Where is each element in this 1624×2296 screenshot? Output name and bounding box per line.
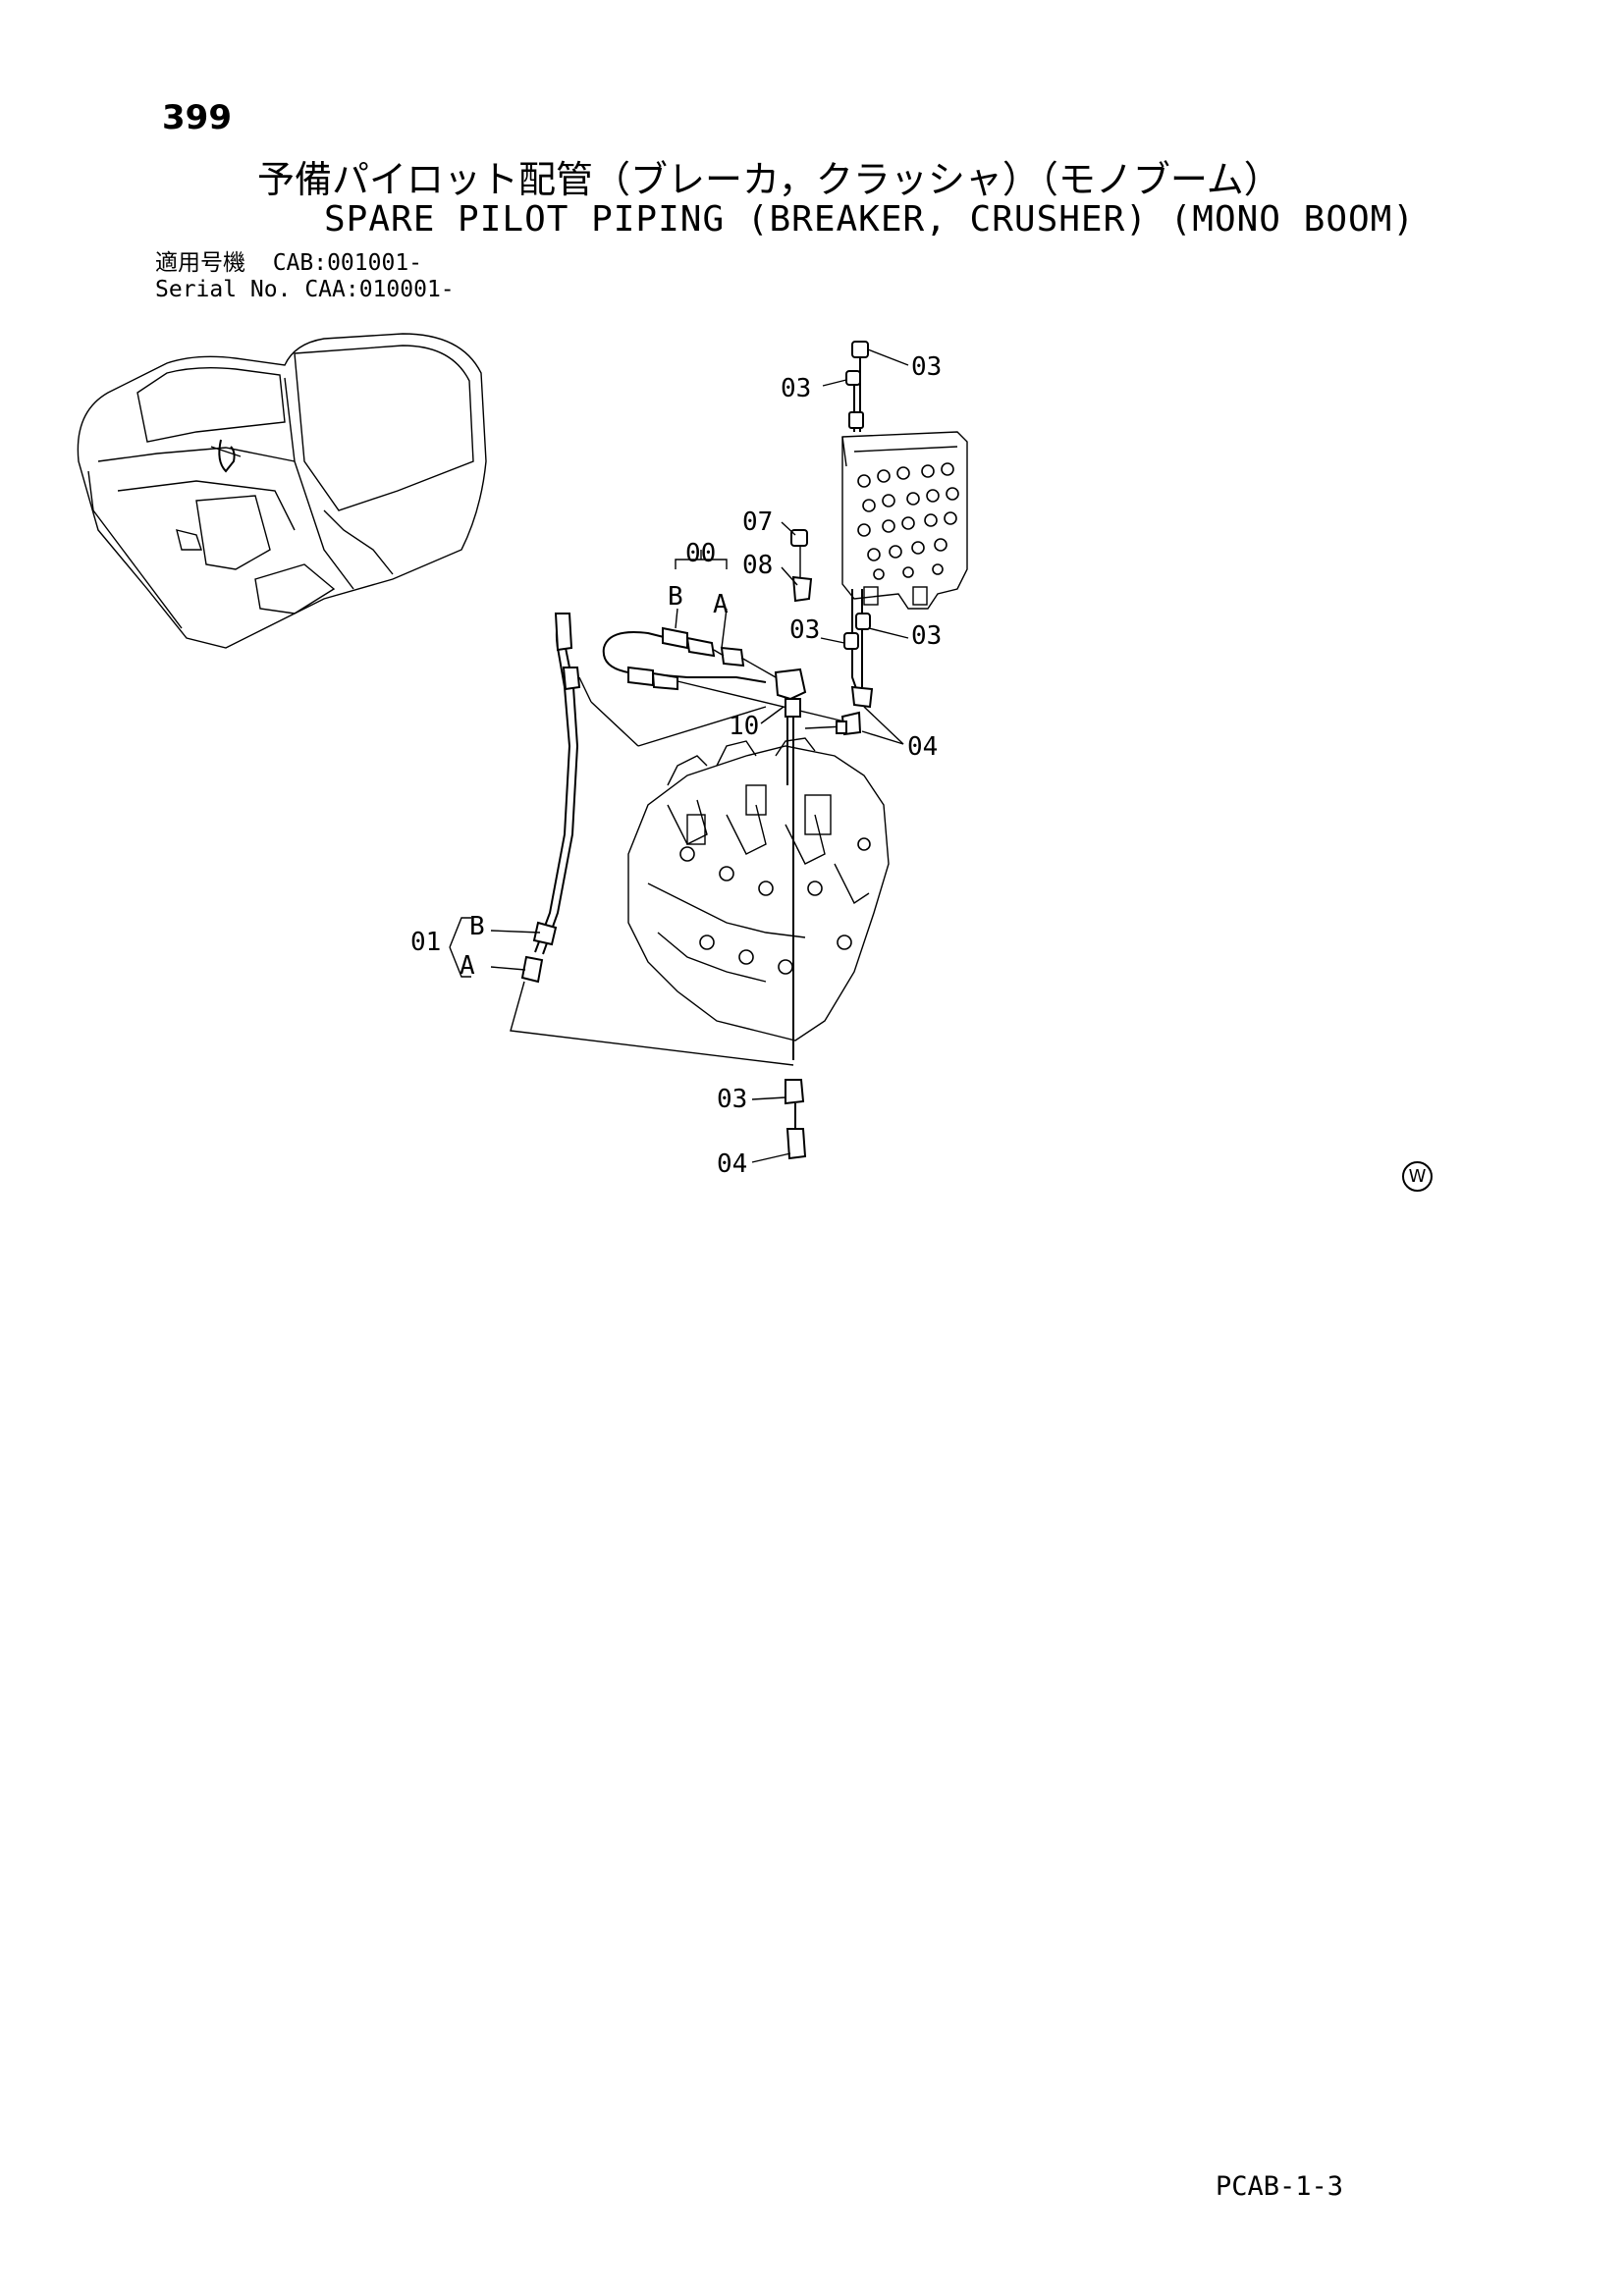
callout-01-b: B <box>469 912 485 941</box>
pilot-return-lines <box>804 589 874 736</box>
fittings-07-08 <box>790 529 813 603</box>
callout-07: 07 <box>742 507 773 537</box>
control-valve <box>627 737 890 1041</box>
serial-number-line: Serial No. CAA:010001- <box>155 277 455 302</box>
applicable-model-line: 適用号機 CAB:001001- <box>155 250 423 276</box>
pilot-valve-block <box>841 431 968 610</box>
w-circle-mark: W <box>1402 1161 1433 1192</box>
leader-lines <box>449 348 909 1163</box>
top-fittings <box>845 341 869 432</box>
callout-00-b: B <box>668 582 683 612</box>
callout-01-a: A <box>460 951 475 981</box>
hose-00 <box>602 626 845 722</box>
parts-diagram: 03 03 07 08 00 B A 03 03 10 04 01 B A 03… <box>77 333 968 1179</box>
callout-04-mid: 04 <box>907 732 938 762</box>
callout-10: 10 <box>729 712 759 741</box>
callout-00: 00 <box>685 539 716 568</box>
elbow-fitting <box>740 657 807 1060</box>
callout-03-mid-left: 03 <box>789 615 820 645</box>
page-number: 399 <box>162 98 232 137</box>
applicable-serial-numbers: 適用号機 CAB:001001- Serial No. CAA:010001- <box>155 250 455 303</box>
page-title-japanese: 予備パイロット配管（ブレーカ，クラッシャ）（モノブーム） <box>257 158 1281 201</box>
callout-03-bottom: 03 <box>717 1085 747 1114</box>
callout-01: 01 <box>410 928 441 957</box>
footer-page-code: PCAB-1-3 <box>1216 2171 1344 2202</box>
callout-03-mid-right: 03 <box>911 621 942 651</box>
callout-04-bottom: 04 <box>717 1149 747 1179</box>
callout-08: 08 <box>742 551 773 580</box>
callout-03-top-right: 03 <box>911 352 942 382</box>
callout-00-a: A <box>713 590 729 619</box>
page-title-english: SPARE PILOT PIPING (BREAKER, CRUSHER) (M… <box>324 199 1416 240</box>
cab-illustration <box>77 333 487 649</box>
hose-01 <box>520 613 767 984</box>
lower-pipe <box>510 981 807 1160</box>
callout-03-top-left: 03 <box>781 374 811 403</box>
